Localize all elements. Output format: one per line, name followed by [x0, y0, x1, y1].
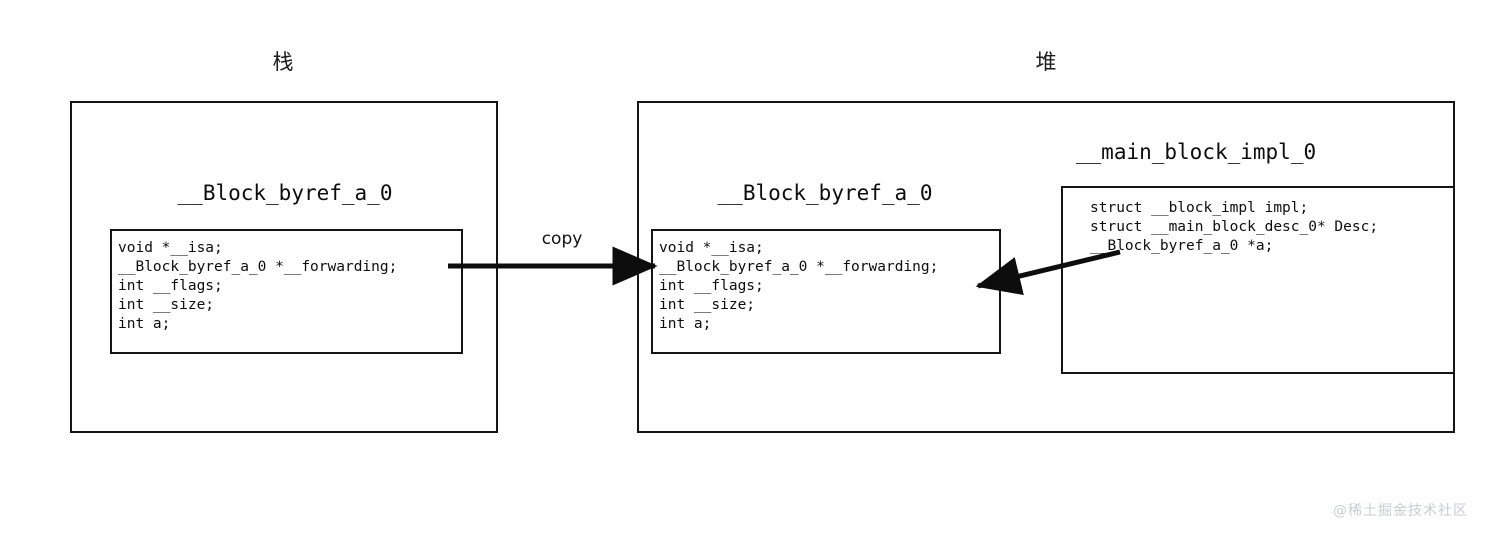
copy-edge-label: copy	[541, 229, 583, 249]
heap-region-title: 堆	[1035, 50, 1057, 74]
heap-block-impl-code-text: struct __block_impl impl; struct __main_…	[1090, 200, 1379, 254]
stack-byref-code-box	[110, 229, 463, 354]
heap-block-impl-struct-title: __main_block_impl_0	[1075, 140, 1317, 164]
stack-byref-code-text: void *__isa; __Block_byref_a_0 *__forwar…	[118, 240, 398, 332]
watermark: @稀土掘金技术社区	[1333, 503, 1468, 519]
heap-byref-code-text: void *__isa; __Block_byref_a_0 *__forwar…	[659, 240, 939, 332]
stack-region-title: 栈	[272, 50, 294, 74]
heap-byref-struct-title: __Block_byref_a_0	[717, 181, 933, 205]
stack-byref-struct-title: __Block_byref_a_0	[177, 181, 393, 205]
